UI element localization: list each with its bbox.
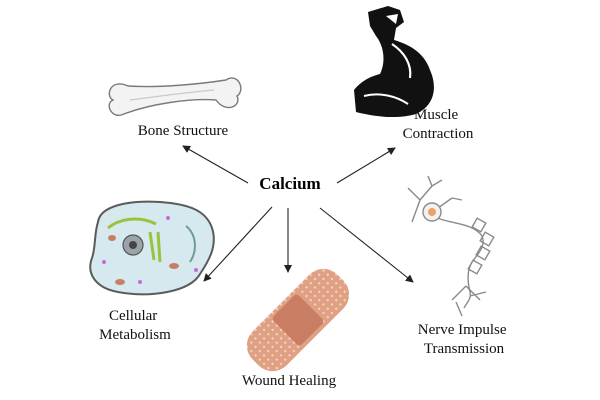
neuron-nucleus (428, 208, 436, 216)
arrow-to-nerve (319, 207, 414, 283)
arrow-to-cell (203, 206, 273, 282)
node-label-cell: Cellular Metabolism (99, 308, 171, 343)
node-label-nerve: Nerve Impulse Transmission (418, 322, 510, 357)
animal-cell-icon (89, 200, 215, 296)
arrow-to-bone (182, 145, 249, 184)
arrows (182, 145, 414, 283)
bandage-icon (246, 268, 350, 372)
neuron-icon (407, 175, 495, 317)
bone-icon (108, 77, 242, 116)
flexed-arm-icon (354, 6, 434, 118)
node-label-bone: Bone Structure (138, 123, 229, 139)
center-label: Calcium (259, 174, 320, 193)
node-label-muscle: Muscle Contraction (403, 107, 474, 142)
arrow-to-muscle (336, 147, 396, 184)
node-label-wound: Wound Healing (242, 373, 337, 389)
